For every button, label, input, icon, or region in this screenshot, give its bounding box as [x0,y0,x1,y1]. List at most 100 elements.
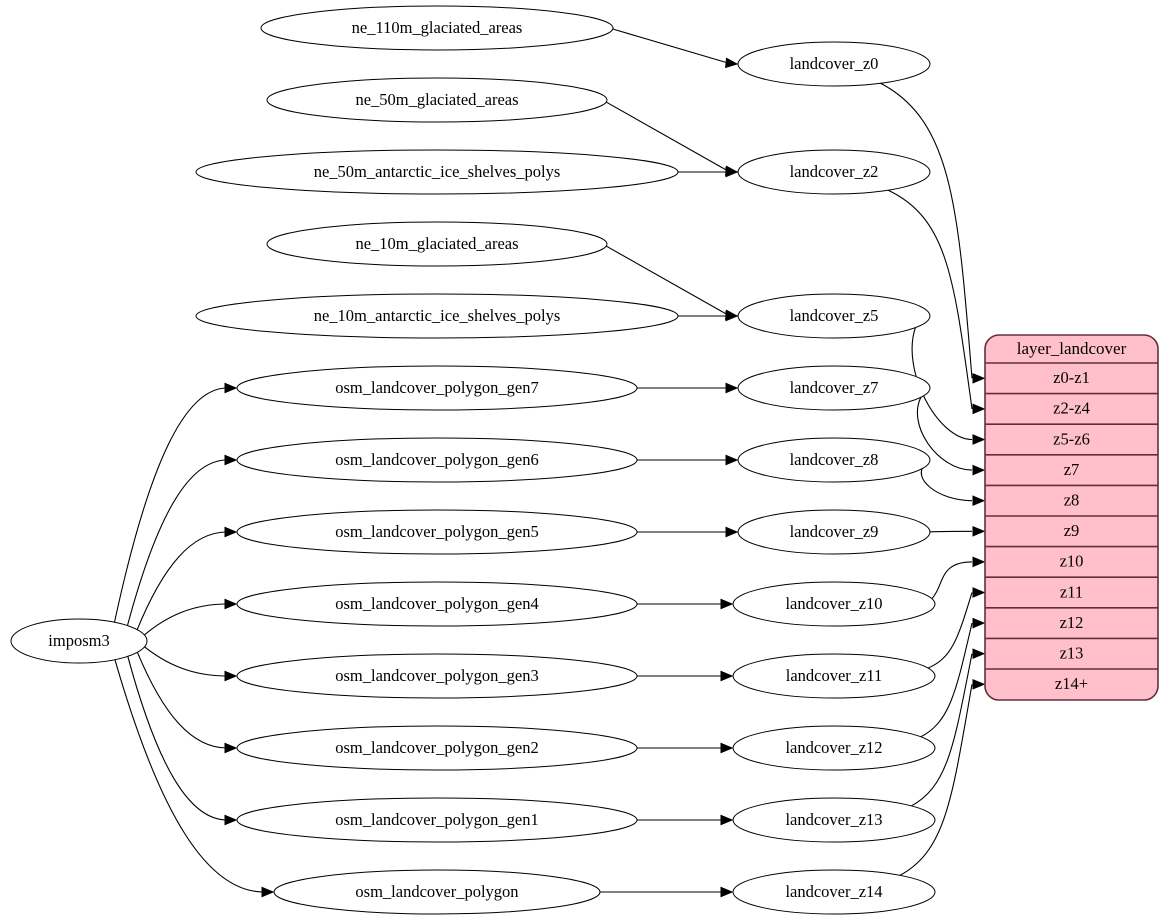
edge-imposm3-to-osm_landcover_polygon_gen3 [140,643,228,677]
node-osm_landcover_polygon_gen6[interactable]: osm_landcover_polygon_gen6 [236,437,638,483]
edge-imposm3-to-osm_landcover_polygon_gen2 [135,649,228,749]
node-osm_landcover_polygon_gen2[interactable]: osm_landcover_polygon_gen2 [236,725,638,771]
arrowhead-osm_landcover_polygon_gen3 [224,670,238,682]
node-osm_landcover_polygon_gen1[interactable]: osm_landcover_polygon_gen1 [236,797,638,843]
table-row-z13[interactable]: z13 [1060,643,1084,662]
materialized-view-ellipse [737,437,931,483]
arrowhead-table-row-z0-z1 [972,372,986,384]
edge-landcover_z12-to-table-row-z12 [919,622,973,738]
source-table-ellipse [260,5,614,51]
table-row-z2-z4[interactable]: z2-z4 [1053,399,1090,418]
node-ne_50m_glaciated_areas[interactable]: ne_50m_glaciated_areas [266,77,608,123]
materialized-view-ellipse [737,365,931,411]
table-row-z14+[interactable]: z14+ [1055,674,1088,693]
source-table-ellipse [195,293,679,339]
arrowhead-landcover_z9 [725,526,739,538]
node-imposm3[interactable]: imposm3 [10,618,148,664]
table-row-z7[interactable]: z7 [1064,460,1080,479]
source-table-ellipse [236,365,638,411]
layer-landcover-card[interactable]: layer_landcover z0-z1 z2-z4 z5-z6 z7 z8 z9 z10 z… [984,334,1159,701]
arrowhead-landcover_z2 [725,166,739,178]
node-ne_50m_antarctic_ice_shelves_polys[interactable]: ne_50m_antarctic_ice_shelves_polys [195,149,679,195]
arrowhead-landcover_z8 [725,454,739,466]
node-ne_10m_antarctic_ice_shelves_polys[interactable]: ne_10m_antarctic_ice_shelves_polys [195,293,679,339]
table-row-z8[interactable]: z8 [1064,490,1080,509]
node-osm_landcover_polygon_gen3[interactable]: osm_landcover_polygon_gen3 [236,653,638,699]
node-label: osm_landcover_polygon_gen5 [335,522,538,541]
node-landcover_z9[interactable]: landcover_z9 [737,509,931,555]
table-background [984,334,1159,701]
table-row-z0-z1[interactable]: z0-z1 [1053,368,1090,387]
arrowhead-table-row-z12 [972,617,986,629]
importer-ellipse [10,618,148,664]
edge-imposm3-to-osm_landcover_polygon_gen6 [126,459,228,628]
node-label: landcover_z7 [790,378,879,397]
edge-ne_110m_glaciated_areas-to-landcover_z0 [612,28,729,64]
node-landcover_z8[interactable]: landcover_z8 [737,437,931,483]
node-label: landcover_z8 [790,450,879,469]
node-ne_10m_glaciated_areas[interactable]: ne_10m_glaciated_areas [266,221,608,267]
arrowhead-landcover_z5 [725,310,739,322]
edge-landcover_z11-to-table-row-z11 [926,592,973,670]
node-label: landcover_z14 [785,882,882,901]
edge-landcover_z2-to-table-row-z2-z4 [887,189,973,409]
nodes-layer: ne_110m_glaciated_areas ne_50m_glaciated_… [10,5,936,915]
node-osm_landcover_polygon_gen7[interactable]: osm_landcover_polygon_gen7 [236,365,638,411]
table-row-z5-z6[interactable]: z5-z6 [1053,429,1090,448]
table-row-z11[interactable]: z11 [1060,582,1083,601]
edge-landcover_z5-to-table-row-z5-z6 [911,326,973,441]
node-label: ne_110m_glaciated_areas [352,18,523,37]
source-table-ellipse [266,221,608,267]
table-row-z12[interactable]: z12 [1060,613,1084,632]
table-row-z10[interactable]: z10 [1060,552,1084,571]
node-landcover_z10[interactable]: landcover_z10 [732,581,936,627]
materialized-view-ellipse [732,581,936,627]
edge-ne_10m_glaciated_areas-to-landcover_z5 [605,245,729,316]
node-landcover_z0[interactable]: landcover_z0 [737,41,931,87]
edge-landcover_z14-to-table-row-z14+ [899,684,973,877]
materialized-view-ellipse [737,293,931,339]
node-landcover_z2[interactable]: landcover_z2 [737,149,931,195]
node-label: osm_landcover_polygon_gen6 [335,450,538,469]
node-landcover_z13[interactable]: landcover_z13 [732,797,936,843]
arrowhead-table-row-z10 [972,556,986,568]
node-landcover_z14[interactable]: landcover_z14 [732,869,936,915]
node-label: osm_landcover_polygon_gen7 [335,378,538,397]
node-osm_landcover_polygon_gen5[interactable]: osm_landcover_polygon_gen5 [236,509,638,555]
table-title: layer_landcover [1017,339,1127,358]
source-table-ellipse [273,869,601,915]
edge-landcover_z9-to-table-row-z9 [927,530,973,533]
table-row-z9[interactable]: z9 [1064,521,1080,540]
node-landcover_z11[interactable]: landcover_z11 [732,653,936,699]
node-osm_landcover_polygon[interactable]: osm_landcover_polygon [273,869,601,915]
arrowhead-table-row-z14+ [972,678,986,690]
node-label: osm_landcover_polygon_gen2 [335,738,538,757]
node-label: landcover_z10 [785,594,882,613]
node-landcover_z5[interactable]: landcover_z5 [737,293,931,339]
materialized-view-ellipse [737,149,931,195]
node-ne_110m_glaciated_areas[interactable]: ne_110m_glaciated_areas [260,5,614,51]
edge-ne_50m_glaciated_areas-to-landcover_z2 [605,101,729,172]
arrowhead-table-row-z5-z6 [972,434,986,445]
materialized-view-ellipse [732,797,936,843]
node-landcover_z7[interactable]: landcover_z7 [737,365,931,411]
node-osm_landcover_polygon_gen4[interactable]: osm_landcover_polygon_gen4 [236,581,638,627]
materialized-view-ellipse [732,653,936,699]
edge-imposm3-to-osm_landcover_polygon_gen4 [140,603,228,639]
node-label: landcover_z13 [785,810,882,829]
materialized-view-ellipse [732,725,936,771]
node-label: landcover_z2 [790,162,879,181]
source-table-ellipse [195,149,679,195]
node-label: ne_50m_antarctic_ice_shelves_polys [314,162,561,181]
arrowhead-table-row-z2-z4 [972,403,986,415]
node-label: osm_landcover_polygon_gen4 [335,594,538,613]
arrowhead-table-row-z7 [972,464,986,476]
source-table-ellipse [236,725,638,771]
arrowhead-landcover_z14 [720,886,734,898]
edge-landcover_z0-to-table-row-z0-z1 [880,82,973,379]
node-landcover_z12[interactable]: landcover_z12 [732,725,936,771]
source-table-ellipse [236,653,638,699]
edge-landcover_z13-to-table-row-z13 [910,653,973,807]
node-label: osm_landcover_polygon [355,882,518,901]
